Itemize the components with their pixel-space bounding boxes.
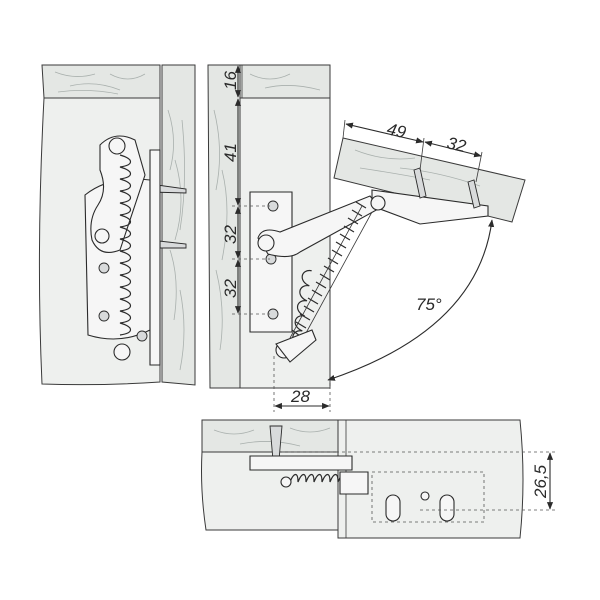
bottom-top-board-grain — [213, 427, 331, 447]
dim-hole-spacing-1: 32 — [221, 225, 240, 244]
dim-hole-spacing-2: 32 — [221, 279, 240, 298]
left-pivot-top — [108, 137, 126, 155]
left-top-board — [41, 64, 161, 99]
left-side-bracket — [149, 149, 161, 366]
dim-lid-offset-1: 49 — [385, 119, 408, 142]
mid-top-board-grain — [249, 73, 321, 91]
left-screw-1 — [98, 262, 110, 274]
left-top-board-grain — [54, 71, 146, 95]
left-screw-3 — [136, 330, 148, 342]
bottom-spring — [289, 473, 347, 483]
dim-spacing-top: 41 — [221, 143, 240, 162]
left-screw-2 — [98, 310, 110, 322]
mid-pivot — [257, 234, 275, 252]
left-lever-arm — [90, 135, 146, 253]
bottom-mechanism-bar — [249, 455, 353, 471]
mid-spring — [292, 270, 312, 347]
left-view — [38, 64, 196, 386]
dim-lid-offset-2: 32 — [445, 133, 468, 156]
bottom-spring-end — [280, 476, 292, 488]
left-spring-end — [113, 343, 131, 361]
lid-bracket-pivot — [370, 195, 386, 211]
bottom-top-board — [201, 419, 339, 453]
keyhole-slot-2 — [439, 494, 455, 522]
bottom-view: 26,5 — [201, 419, 556, 539]
dim-top-thickness: 16 — [221, 71, 240, 90]
keyhole-slot-1 — [385, 494, 401, 522]
lid-screw-1 — [413, 167, 427, 199]
mid-side-panel-grain — [213, 109, 228, 351]
mid-spring-foot — [275, 329, 317, 363]
lid-screw-2 — [467, 179, 481, 209]
left-pivot-hole — [94, 228, 110, 244]
bottom-side-panel — [337, 419, 524, 539]
angle-arc — [327, 219, 495, 381]
center-hole — [420, 491, 430, 501]
mid-top-board — [239, 64, 331, 99]
dim-bottom-offset: 28 — [290, 387, 310, 406]
bottom-hidden-plate — [371, 471, 485, 523]
middle-view: 16 41 32 32 49 32 75° 28 — [207, 64, 526, 412]
dim-side-height: 26,5 — [531, 464, 550, 499]
dim-opening-angle: 75° — [416, 295, 442, 314]
left-side-panel-grain — [167, 109, 185, 371]
left-spring — [119, 154, 132, 336]
bottom-panel — [201, 451, 339, 531]
bottom-spring-housing — [339, 471, 369, 495]
